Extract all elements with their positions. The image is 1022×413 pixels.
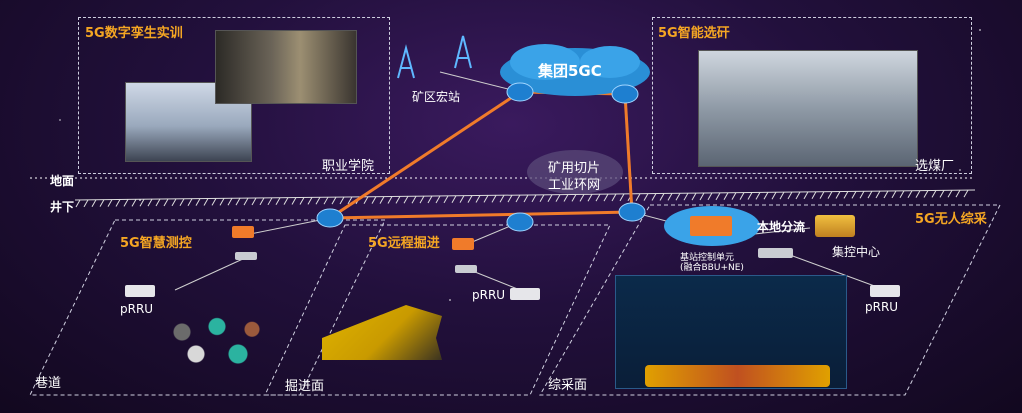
tower-icon	[397, 35, 472, 79]
switch-icon	[235, 252, 257, 260]
control-center-label: 集控中心	[832, 245, 881, 259]
coal-prep-title: 5G智能选矸	[658, 26, 730, 41]
academy-zone	[78, 17, 390, 174]
control-center-icon	[815, 215, 855, 237]
prru-label-tunneling: pRRU	[472, 288, 506, 302]
ring-label-1: 矿用切片	[548, 161, 601, 176]
mining-title: 5G无人综采	[915, 212, 987, 227]
core-label: 集团5GC	[538, 62, 602, 80]
local-offload-label: 本地分流	[757, 220, 806, 234]
academy-caption: 职业学院	[322, 159, 375, 174]
tunneling-title: 5G远程掘进	[368, 236, 440, 251]
academy-title: 5G数字孪生实训	[85, 26, 183, 41]
underground-hatch	[74, 189, 976, 201]
ring-cloud	[527, 150, 623, 194]
mining-caption: 综采面	[548, 378, 588, 393]
academy-tunnel-photo	[215, 30, 357, 104]
zone-mining-outline	[539, 204, 1001, 396]
tower-label: 矿区宏站	[412, 90, 461, 104]
prru-label-mining: pRRU	[865, 300, 899, 314]
prru-icon	[125, 285, 155, 297]
router-icon	[316, 208, 344, 228]
router-icon	[611, 84, 639, 104]
router-icon	[618, 202, 646, 222]
monitoring-title: 5G智慧测控	[120, 236, 192, 251]
monitoring-caption: 巷道	[35, 376, 62, 391]
coal-prep-zone	[652, 17, 972, 174]
tunneling-caption: 掘进面	[285, 379, 325, 394]
ring-label-2: 工业环网	[548, 178, 601, 193]
coal-prep-photo	[698, 50, 918, 167]
prru-icon	[510, 288, 540, 300]
shearer-machine-image	[645, 365, 830, 387]
orange-device-icon	[452, 238, 474, 250]
switch-icon	[455, 265, 477, 273]
orange-device-icon	[232, 226, 254, 238]
sensor-equipment-cluster	[140, 310, 280, 365]
underground-label: 井下	[50, 200, 75, 214]
switch-icon	[758, 248, 793, 258]
router-icon	[506, 82, 534, 102]
coal-prep-caption: 选煤厂	[915, 159, 955, 174]
ground-label: 地面	[50, 174, 75, 188]
base-unit-icon	[690, 216, 732, 236]
prru-icon	[870, 285, 900, 297]
router-icon	[506, 212, 534, 232]
base-unit-label-2: (融合BBU+NE)	[680, 263, 744, 273]
base-unit-label-1: 基站控制单元	[680, 253, 735, 263]
